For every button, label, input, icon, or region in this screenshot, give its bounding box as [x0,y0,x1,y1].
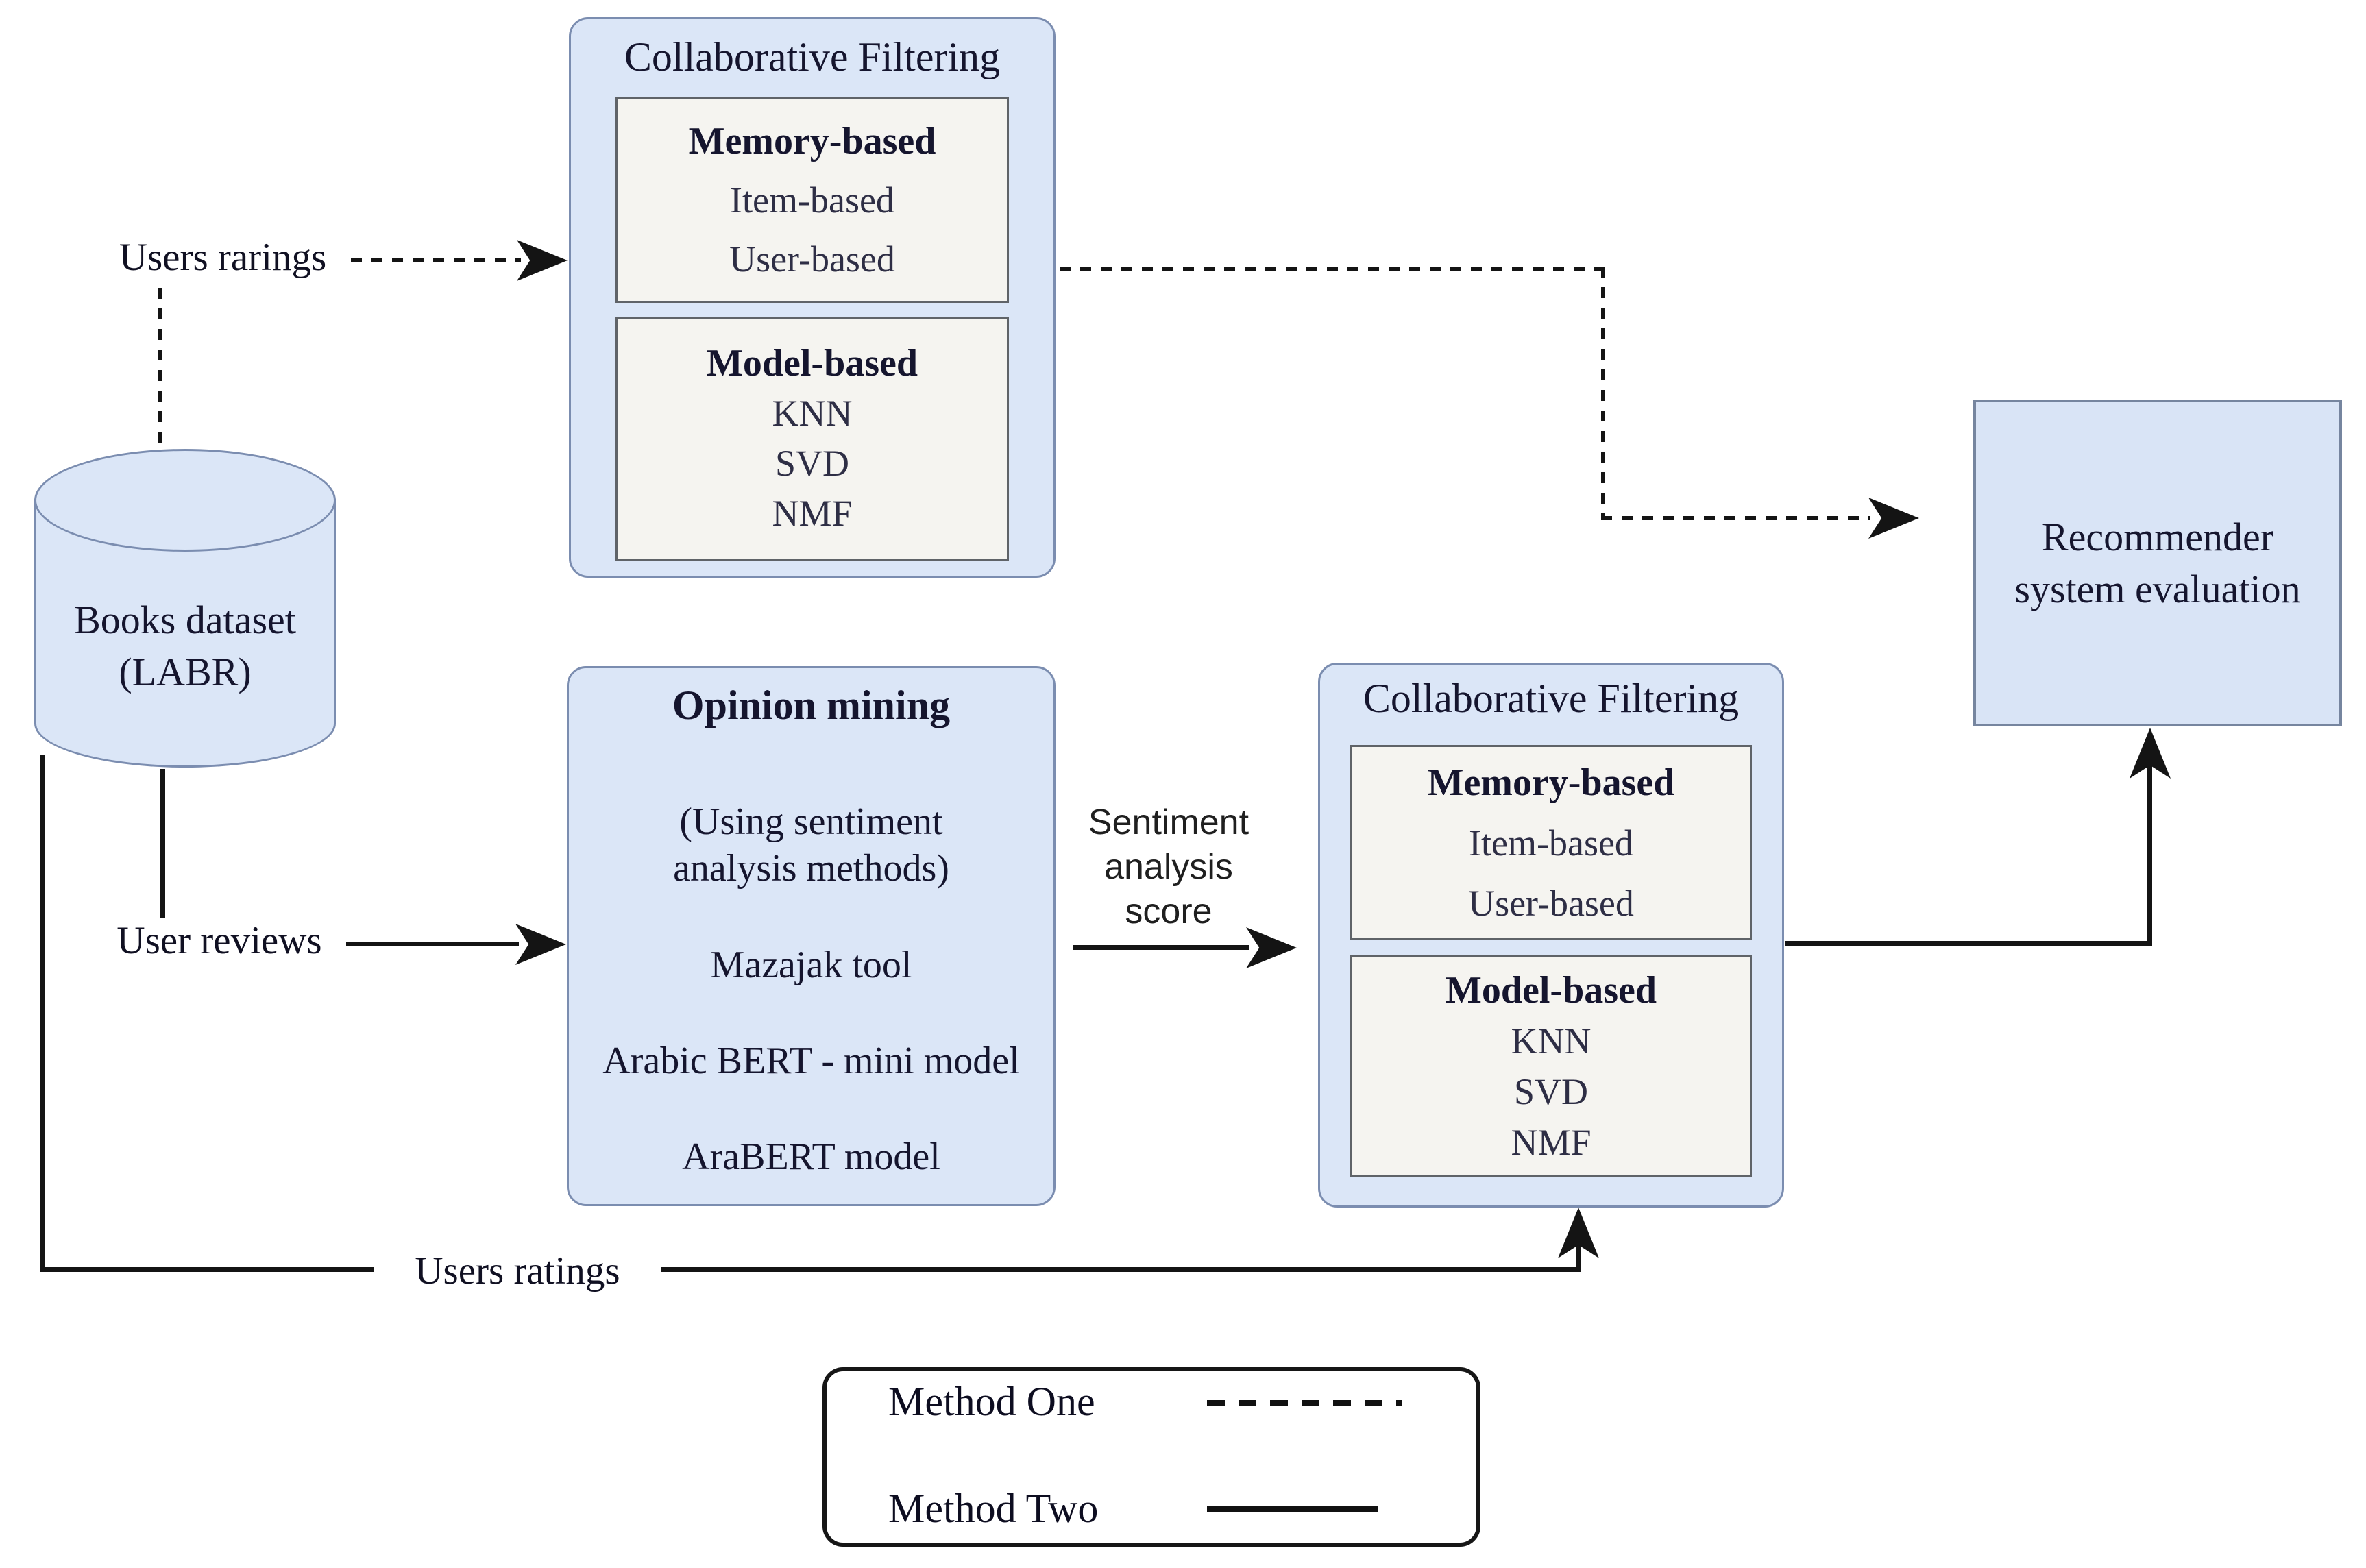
cf-right-model-heading: Model-based [1446,968,1657,1012]
opinion-method-arabert: AraBERT model [682,1136,940,1178]
arrow-head-right-into-evaluation [1868,498,1919,539]
arrow-head-right-into-opinion [515,924,566,965]
cf-top-model-item: NMF [772,493,853,534]
arrow-head-right-into-cf-right [1246,927,1297,968]
cf-top-model-item: SVD [775,443,850,484]
solid-line-cf-right-out [1785,941,2152,946]
legend-method-two-label: Method Two [888,1486,1099,1531]
cf-top-model-box: Model-based KNN SVD NMF [615,317,1009,561]
solid-connector-dataset-to-reviews [160,769,165,918]
cf-right-model-box: Model-based KNN SVD NMF [1350,955,1752,1177]
opinion-method-arabic-bert: Arabic BERT - mini model [602,1040,1020,1082]
solid-line-up-to-evaluation [2147,750,2152,946]
sentiment-score-label: Sentiment analysis score [1073,800,1265,934]
legend-solid-line-sample [1207,1506,1378,1512]
opinion-subtitle-line2: analysis methods) [673,847,949,890]
cf-right-memory-item: User-based [1468,882,1634,924]
cf-top-model-heading: Model-based [707,342,918,384]
legend-dashed-line-sample [1207,1400,1402,1406]
sentiment-score-label-line2: analysis [1104,847,1233,887]
sentiment-score-label-line1: Sentiment [1088,803,1249,842]
legend-method-one-label: Method One [888,1379,1095,1424]
cf-top-memory-heading: Memory-based [688,120,936,162]
cf-top-memory-item: User-based [729,238,895,280]
evaluation-label-line1: Recommender [2041,514,2274,559]
opinion-method-mazajak: Mazajak tool [710,944,912,986]
solid-arrow-sentiment-score [1073,945,1249,950]
legend-box: Method One Method Two [822,1367,1480,1547]
dashed-line-cf-top-out [1060,267,1605,271]
cf-top-memory-item: Item-based [730,180,894,221]
solid-arrow-user-reviews [346,942,519,946]
evaluation-box: Recommender system evaluation [1973,400,2342,726]
evaluation-label-line2: system evaluation [2014,566,2301,611]
cf-right-model-item: SVD [1513,1070,1589,1112]
cf-top-model-item: KNN [772,393,853,434]
cf-right-model-item: NMF [1511,1121,1591,1163]
dashed-line-to-evaluation [1601,516,1870,520]
sentiment-score-label-line3: score [1125,892,1212,931]
books-dataset-label-line2: (LABR) [119,649,252,694]
books-dataset-cylinder-top [34,449,336,552]
solid-line-up-to-cf-right [1576,1234,1581,1272]
solid-line-dataset-down [40,755,45,1272]
cf-top-memory-box: Memory-based Item-based User-based [615,97,1009,303]
dashed-connector-dataset-to-label [158,288,162,447]
cf-top-title: Collaborative Filtering [624,34,1001,79]
books-dataset-label-line1: Books dataset [74,597,296,642]
cf-right-model-item: KNN [1511,1020,1591,1062]
dashed-line-elbow-down [1601,267,1605,519]
opinion-mining-box: Opinion mining (Using sentiment analysis… [567,666,1056,1206]
opinion-subtitle-line1: (Using sentiment [679,800,943,843]
cf-right-memory-box: Memory-based Item-based User-based [1350,745,1752,940]
user-reviews-label: User reviews [117,919,322,962]
users-rarings-label: Users rarings [119,236,327,279]
cf-right-memory-heading: Memory-based [1427,761,1675,804]
cf-right-title: Collaborative Filtering [1363,676,1740,721]
solid-line-users-ratings [40,1267,1581,1272]
users-ratings-label: Users ratings [374,1249,661,1294]
arrow-head-right-into-cf-top [517,240,568,281]
cf-right-memory-item: Item-based [1469,822,1633,863]
opinion-mining-heading: Opinion mining [672,683,951,728]
dashed-arrow-users-rarings [351,258,521,262]
